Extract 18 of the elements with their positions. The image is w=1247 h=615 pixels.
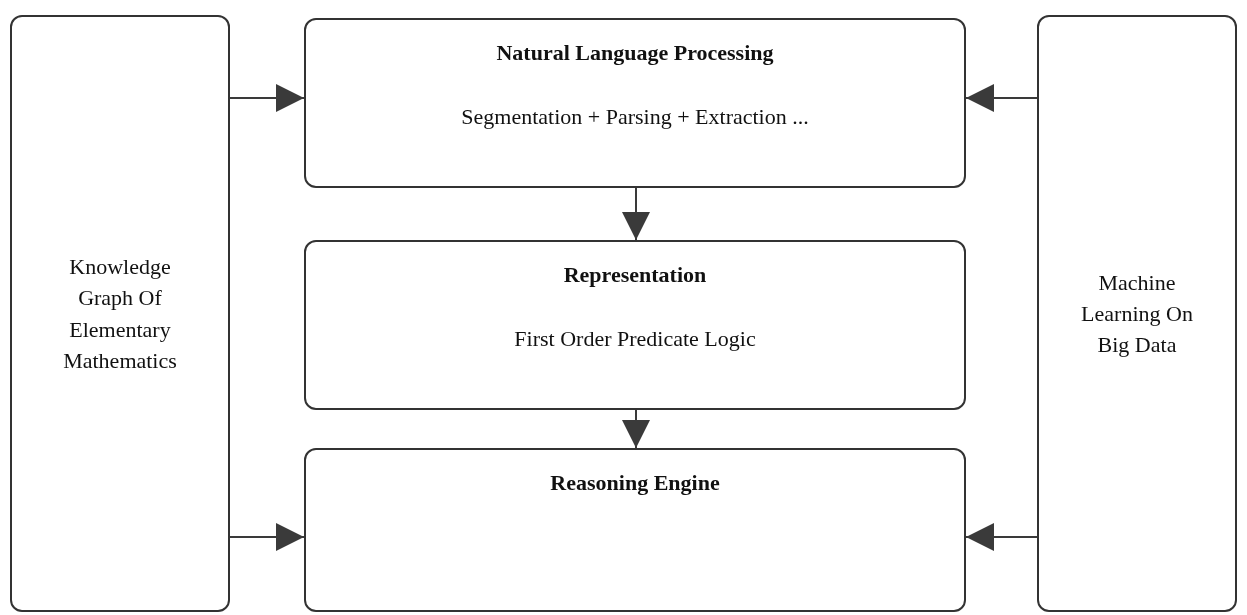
side-box [1037,15,1237,612]
box-heading: Representation [562,262,708,288]
box-heading: Natural Language Processing [495,40,775,66]
box-heading: Reasoning Engine [549,470,721,496]
arrow [622,187,650,241]
side-label: Machine Learning On Big Data [1080,268,1194,360]
arrow [622,409,650,449]
arrow [229,84,305,112]
process-box [304,18,966,188]
arrow [229,523,305,551]
arrow [965,84,1038,112]
side-box [10,15,230,612]
side-label: Knowledge Graph Of Elementary Mathematics [62,253,178,375]
box-text: Segmentation + Parsing + Extraction ... [460,104,810,130]
box-text: First Order Predicate Logic [513,326,757,352]
process-box [304,448,966,612]
process-box [304,240,966,410]
arrow [965,523,1038,551]
